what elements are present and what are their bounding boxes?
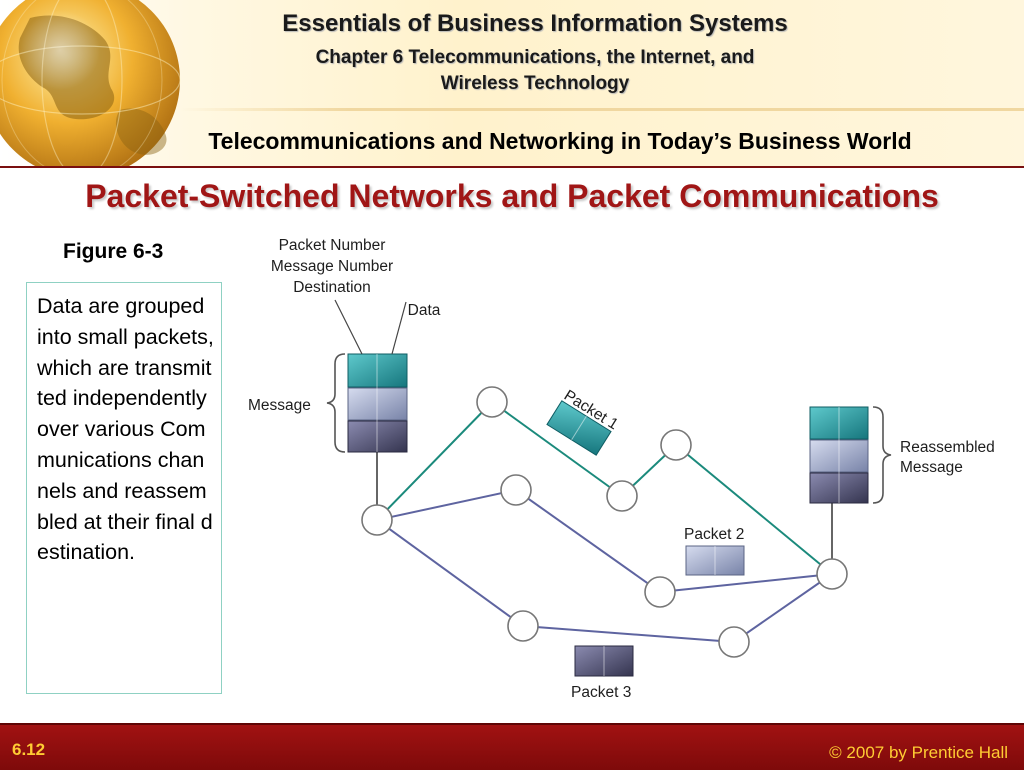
chapter-title: Chapter 6 Telecommunications, the Intern…: [230, 45, 840, 97]
node-circle: [476, 386, 508, 418]
chapter-title-line-2: Wireless Technology: [440, 73, 630, 94]
blue-link: [515, 489, 661, 593]
packet-3-block: [574, 645, 634, 677]
chapter-title-line-1: Chapter 6 Telecommunications, the Intern…: [315, 47, 755, 68]
reassembled-label: Reassembled: [900, 439, 995, 456]
packet-2-block: [685, 545, 745, 576]
slide-title: Packet-Switched Networks and Packet Comm…: [85, 178, 939, 214]
teal-link: [491, 401, 623, 497]
blue-link: [733, 573, 833, 643]
data-label: Data: [408, 302, 441, 319]
node-circle: [660, 429, 692, 461]
message-brace: [326, 353, 346, 453]
globe-icon: [0, 0, 181, 168]
node-circle: [606, 480, 638, 512]
slide-header: Essentials of Business Information Syste…: [0, 0, 1024, 168]
reassembled-message-label: Message: [900, 459, 963, 476]
network-nodes: [361, 386, 848, 658]
blue-link: [376, 489, 517, 521]
packet-number-label: Packet Number: [279, 237, 386, 254]
section-title: Telecommunications and Networking in Tod…: [208, 128, 912, 154]
blue-routes: [376, 489, 833, 643]
copyright-notice: © 2007 by Prentice Hall: [829, 743, 1008, 762]
header-callout-line: [334, 299, 363, 355]
node-circle: [718, 626, 750, 658]
blue-link: [659, 573, 833, 593]
packet-3-label: Packet 3: [571, 684, 631, 701]
node-circle: [644, 576, 676, 608]
destination-label: Destination: [293, 279, 371, 296]
description-text: Data are grouped into small packets, whi…: [37, 294, 214, 565]
node-circle: [500, 474, 532, 506]
message-stack: [347, 353, 408, 453]
teal-link: [376, 401, 493, 521]
book-title: Essentials of Business Information Syste…: [282, 10, 788, 37]
node-circle: [361, 504, 393, 536]
message-label: Message: [248, 397, 311, 414]
header-rule: [180, 108, 1024, 111]
teal-link: [675, 444, 833, 575]
blue-link: [522, 625, 735, 643]
data-callout-line: [391, 301, 407, 355]
reassembled-brace: [872, 406, 892, 504]
slide-number: 6.12: [12, 740, 46, 759]
message-number-label: Message Number: [271, 258, 393, 275]
node-circle: [816, 558, 848, 590]
slide-footer: 6.12 © 2007 by Prentice Hall: [0, 723, 1024, 770]
packet-1-block: [546, 400, 612, 456]
blue-link: [376, 519, 524, 627]
node-circle: [507, 610, 539, 642]
reassembled-stack: [809, 406, 869, 504]
packet-2-label: Packet 2: [684, 526, 744, 543]
description-box: Data are grouped into small packets, whi…: [26, 282, 222, 694]
figure-label: Figure 6-3: [63, 240, 164, 263]
header-divider: [0, 166, 1024, 168]
